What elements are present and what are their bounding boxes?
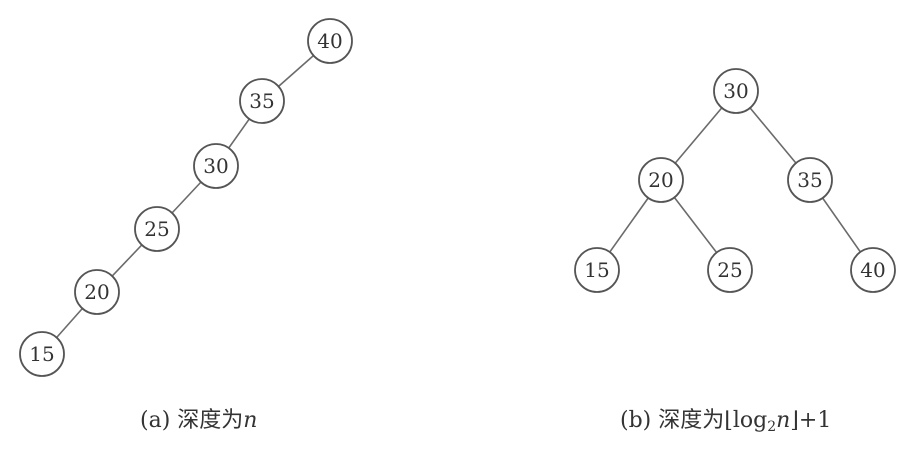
node-label: 40 bbox=[317, 29, 342, 53]
caption-b: (b) 深度为⌊log2n⌋+1 bbox=[620, 402, 831, 435]
caption-b-log: log bbox=[732, 408, 768, 433]
node-label: 35 bbox=[249, 89, 274, 113]
node-label: 40 bbox=[860, 258, 885, 282]
node-label: 25 bbox=[717, 258, 742, 282]
tree-a-degenerate: 40 35 30 25 20 15 bbox=[19, 18, 353, 377]
node-label: 20 bbox=[648, 168, 673, 192]
node-a20: 20 bbox=[74, 269, 120, 315]
caption-b-suffix: +1 bbox=[798, 408, 832, 433]
node-label: 25 bbox=[144, 217, 169, 241]
node-b15: 15 bbox=[574, 247, 620, 293]
node-circle bbox=[239, 78, 285, 124]
node-circle bbox=[638, 157, 684, 203]
node-circle bbox=[850, 247, 896, 293]
node-label: 20 bbox=[84, 280, 109, 304]
node-circle bbox=[193, 143, 239, 189]
node-a30: 30 bbox=[193, 143, 239, 189]
node-circle bbox=[713, 68, 759, 114]
node-label: 30 bbox=[723, 79, 748, 103]
caption-b-floor-open: ⌊ bbox=[724, 408, 733, 433]
node-circle bbox=[19, 331, 65, 377]
caption-a-var: n bbox=[243, 408, 258, 433]
caption-b-prefix: (b) 深度为 bbox=[620, 408, 725, 433]
tree-b-balanced: 30 20 35 15 25 40 bbox=[574, 68, 896, 293]
node-b30: 30 bbox=[713, 68, 759, 114]
caption-b-floor-close: ⌋ bbox=[790, 408, 799, 433]
node-circle bbox=[307, 18, 353, 64]
node-b40: 40 bbox=[850, 247, 896, 293]
node-label: 15 bbox=[29, 342, 54, 366]
node-label: 15 bbox=[584, 258, 609, 282]
node-circle bbox=[134, 206, 180, 252]
caption-a: (a) 深度为n bbox=[140, 402, 257, 434]
caption-a-prefix: (a) 深度为 bbox=[140, 408, 244, 433]
caption-b-var: n bbox=[776, 408, 791, 433]
node-circle bbox=[787, 157, 833, 203]
node-circle bbox=[574, 247, 620, 293]
node-label: 35 bbox=[797, 168, 822, 192]
node-a40: 40 bbox=[307, 18, 353, 64]
node-circle bbox=[74, 269, 120, 315]
node-label: 30 bbox=[203, 154, 228, 178]
node-a25: 25 bbox=[134, 206, 180, 252]
node-b35: 35 bbox=[787, 157, 833, 203]
node-b25: 25 bbox=[707, 247, 753, 293]
node-a35: 35 bbox=[239, 78, 285, 124]
node-b20: 20 bbox=[638, 157, 684, 203]
caption-b-log-base: 2 bbox=[767, 419, 777, 435]
node-circle bbox=[707, 247, 753, 293]
node-a15: 15 bbox=[19, 331, 65, 377]
